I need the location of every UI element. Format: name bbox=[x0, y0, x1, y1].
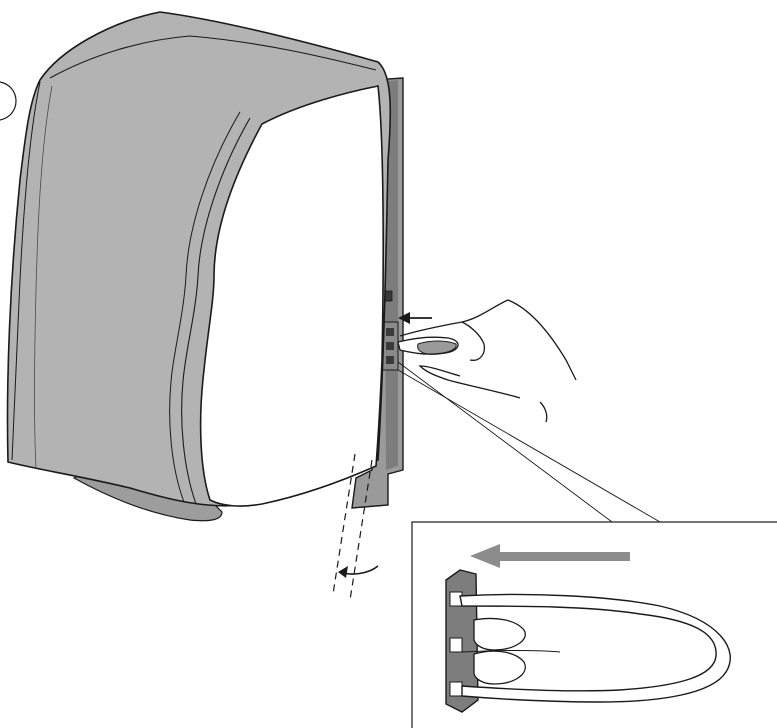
detail-slot-3 bbox=[450, 682, 462, 696]
rotate-arrow-icon bbox=[338, 566, 378, 578]
release-slot-2 bbox=[386, 342, 394, 350]
detail-inset bbox=[412, 522, 777, 728]
detail-callout-lines bbox=[398, 362, 777, 522]
detail-slot-2 bbox=[450, 638, 462, 652]
release-slot-1 bbox=[386, 328, 394, 336]
release-slot-3 bbox=[386, 356, 394, 364]
callout-circle-fragment bbox=[0, 82, 16, 120]
